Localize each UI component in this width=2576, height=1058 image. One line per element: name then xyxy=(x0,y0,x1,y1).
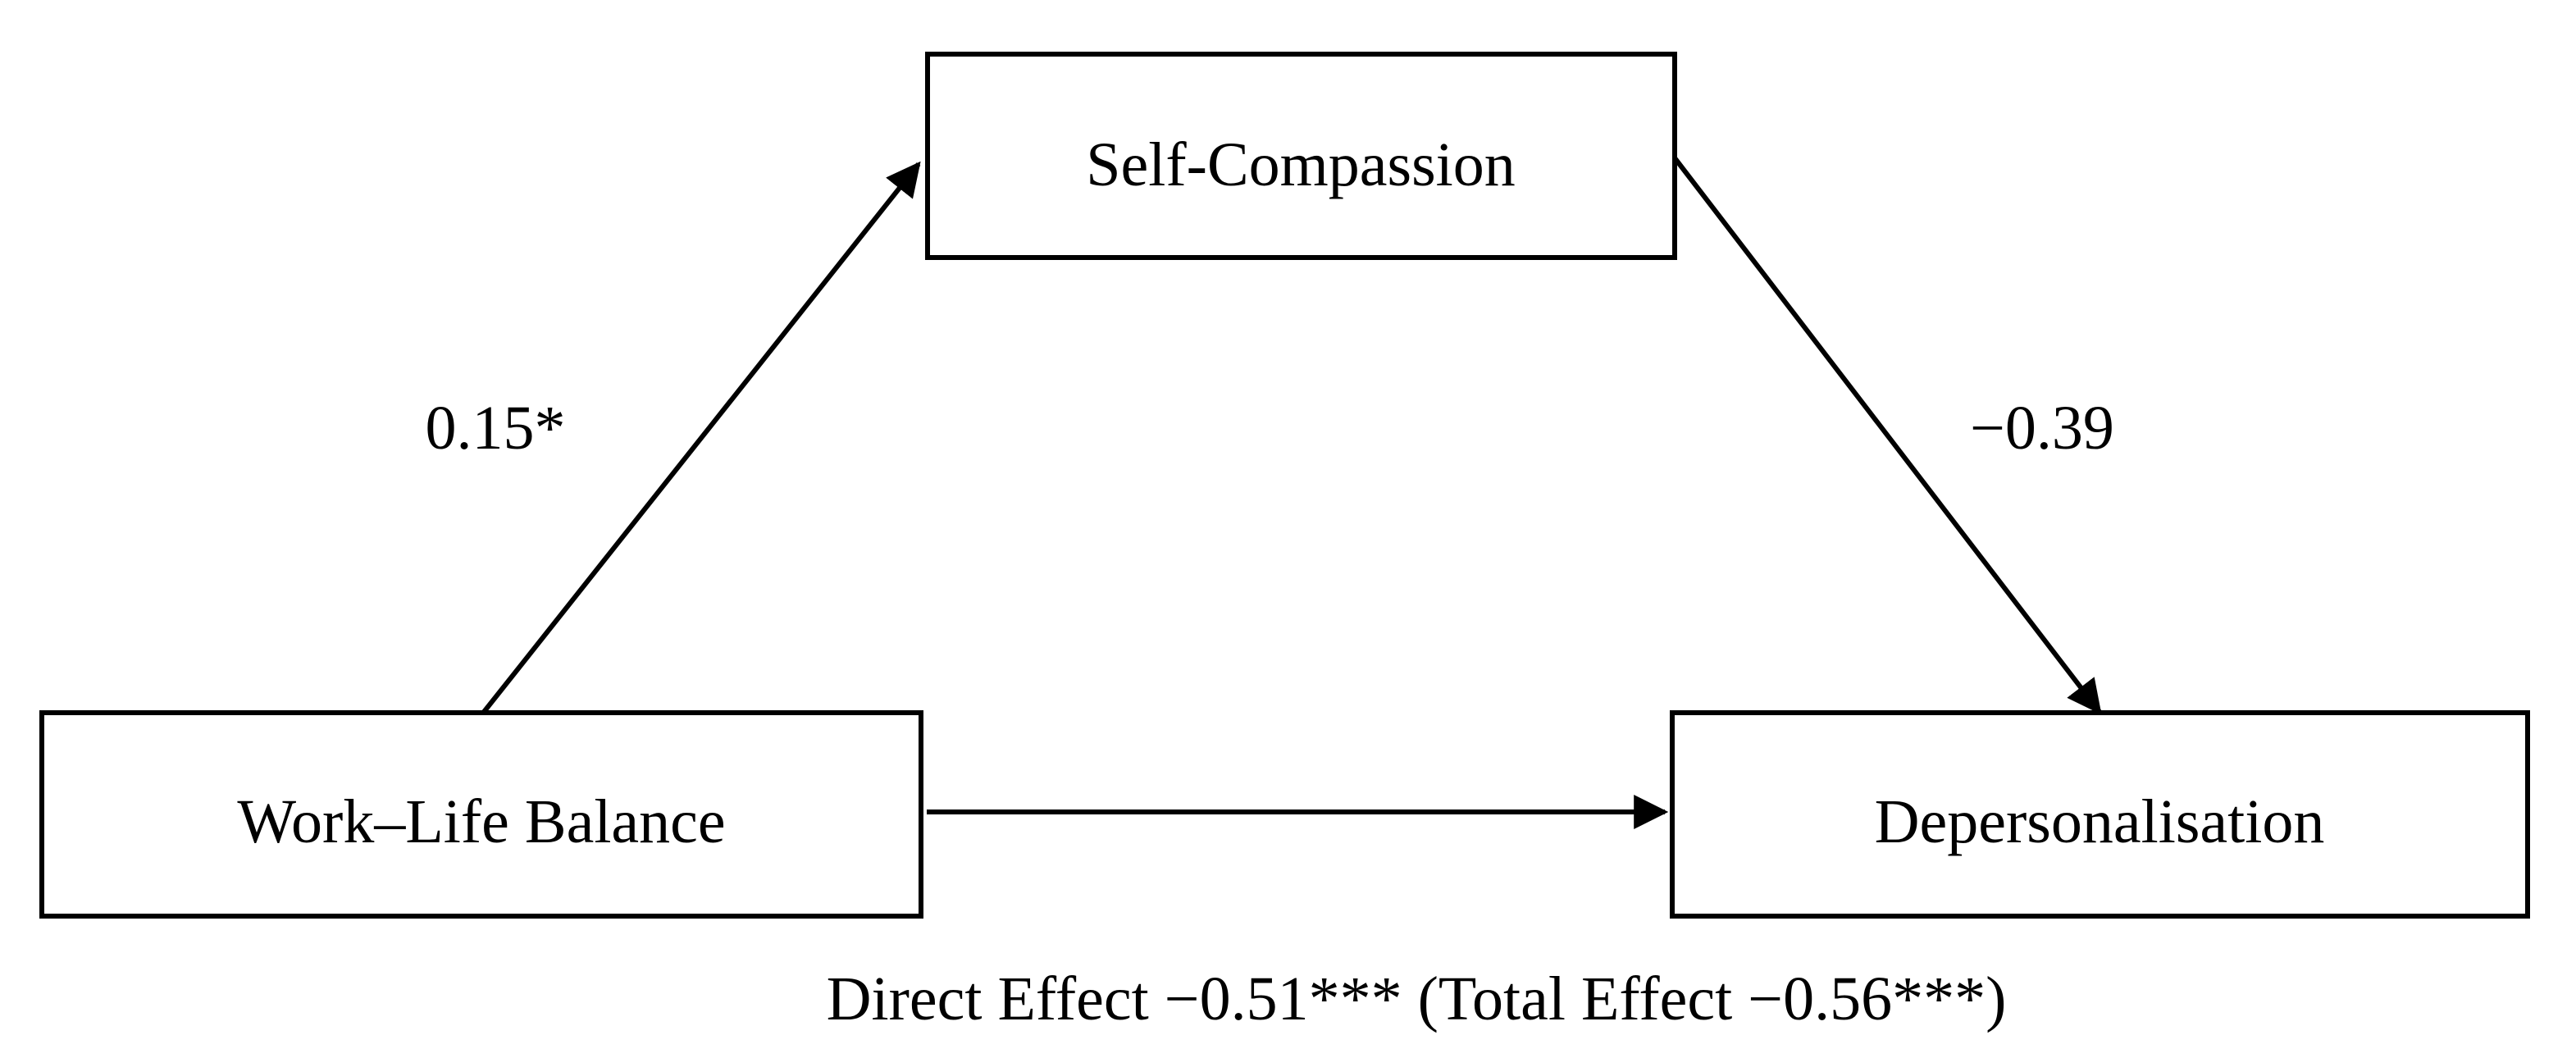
path-b-coefficient: −0.39 xyxy=(1970,394,2114,463)
mediator-node: Self-Compassion xyxy=(925,52,1677,260)
predictor-box xyxy=(39,710,923,919)
mediator-box xyxy=(925,52,1677,260)
path-a-coefficient: 0.15* xyxy=(426,394,566,463)
path-a-arrow xyxy=(481,161,921,714)
outcome-node: Depersonalisation xyxy=(1670,710,2530,919)
path-b-arrow xyxy=(1671,154,2102,715)
outcome-label: Depersonalisation xyxy=(1875,787,2325,856)
outcome-box xyxy=(1670,710,2530,919)
predictor-node: Work–Life Balance xyxy=(39,710,923,919)
effects-summary: Direct Effect −0.51*** (Total Effect −0.… xyxy=(827,965,2007,1033)
mediator-label: Self-Compassion xyxy=(1086,130,1516,199)
predictor-label: Work–Life Balance xyxy=(237,787,725,856)
